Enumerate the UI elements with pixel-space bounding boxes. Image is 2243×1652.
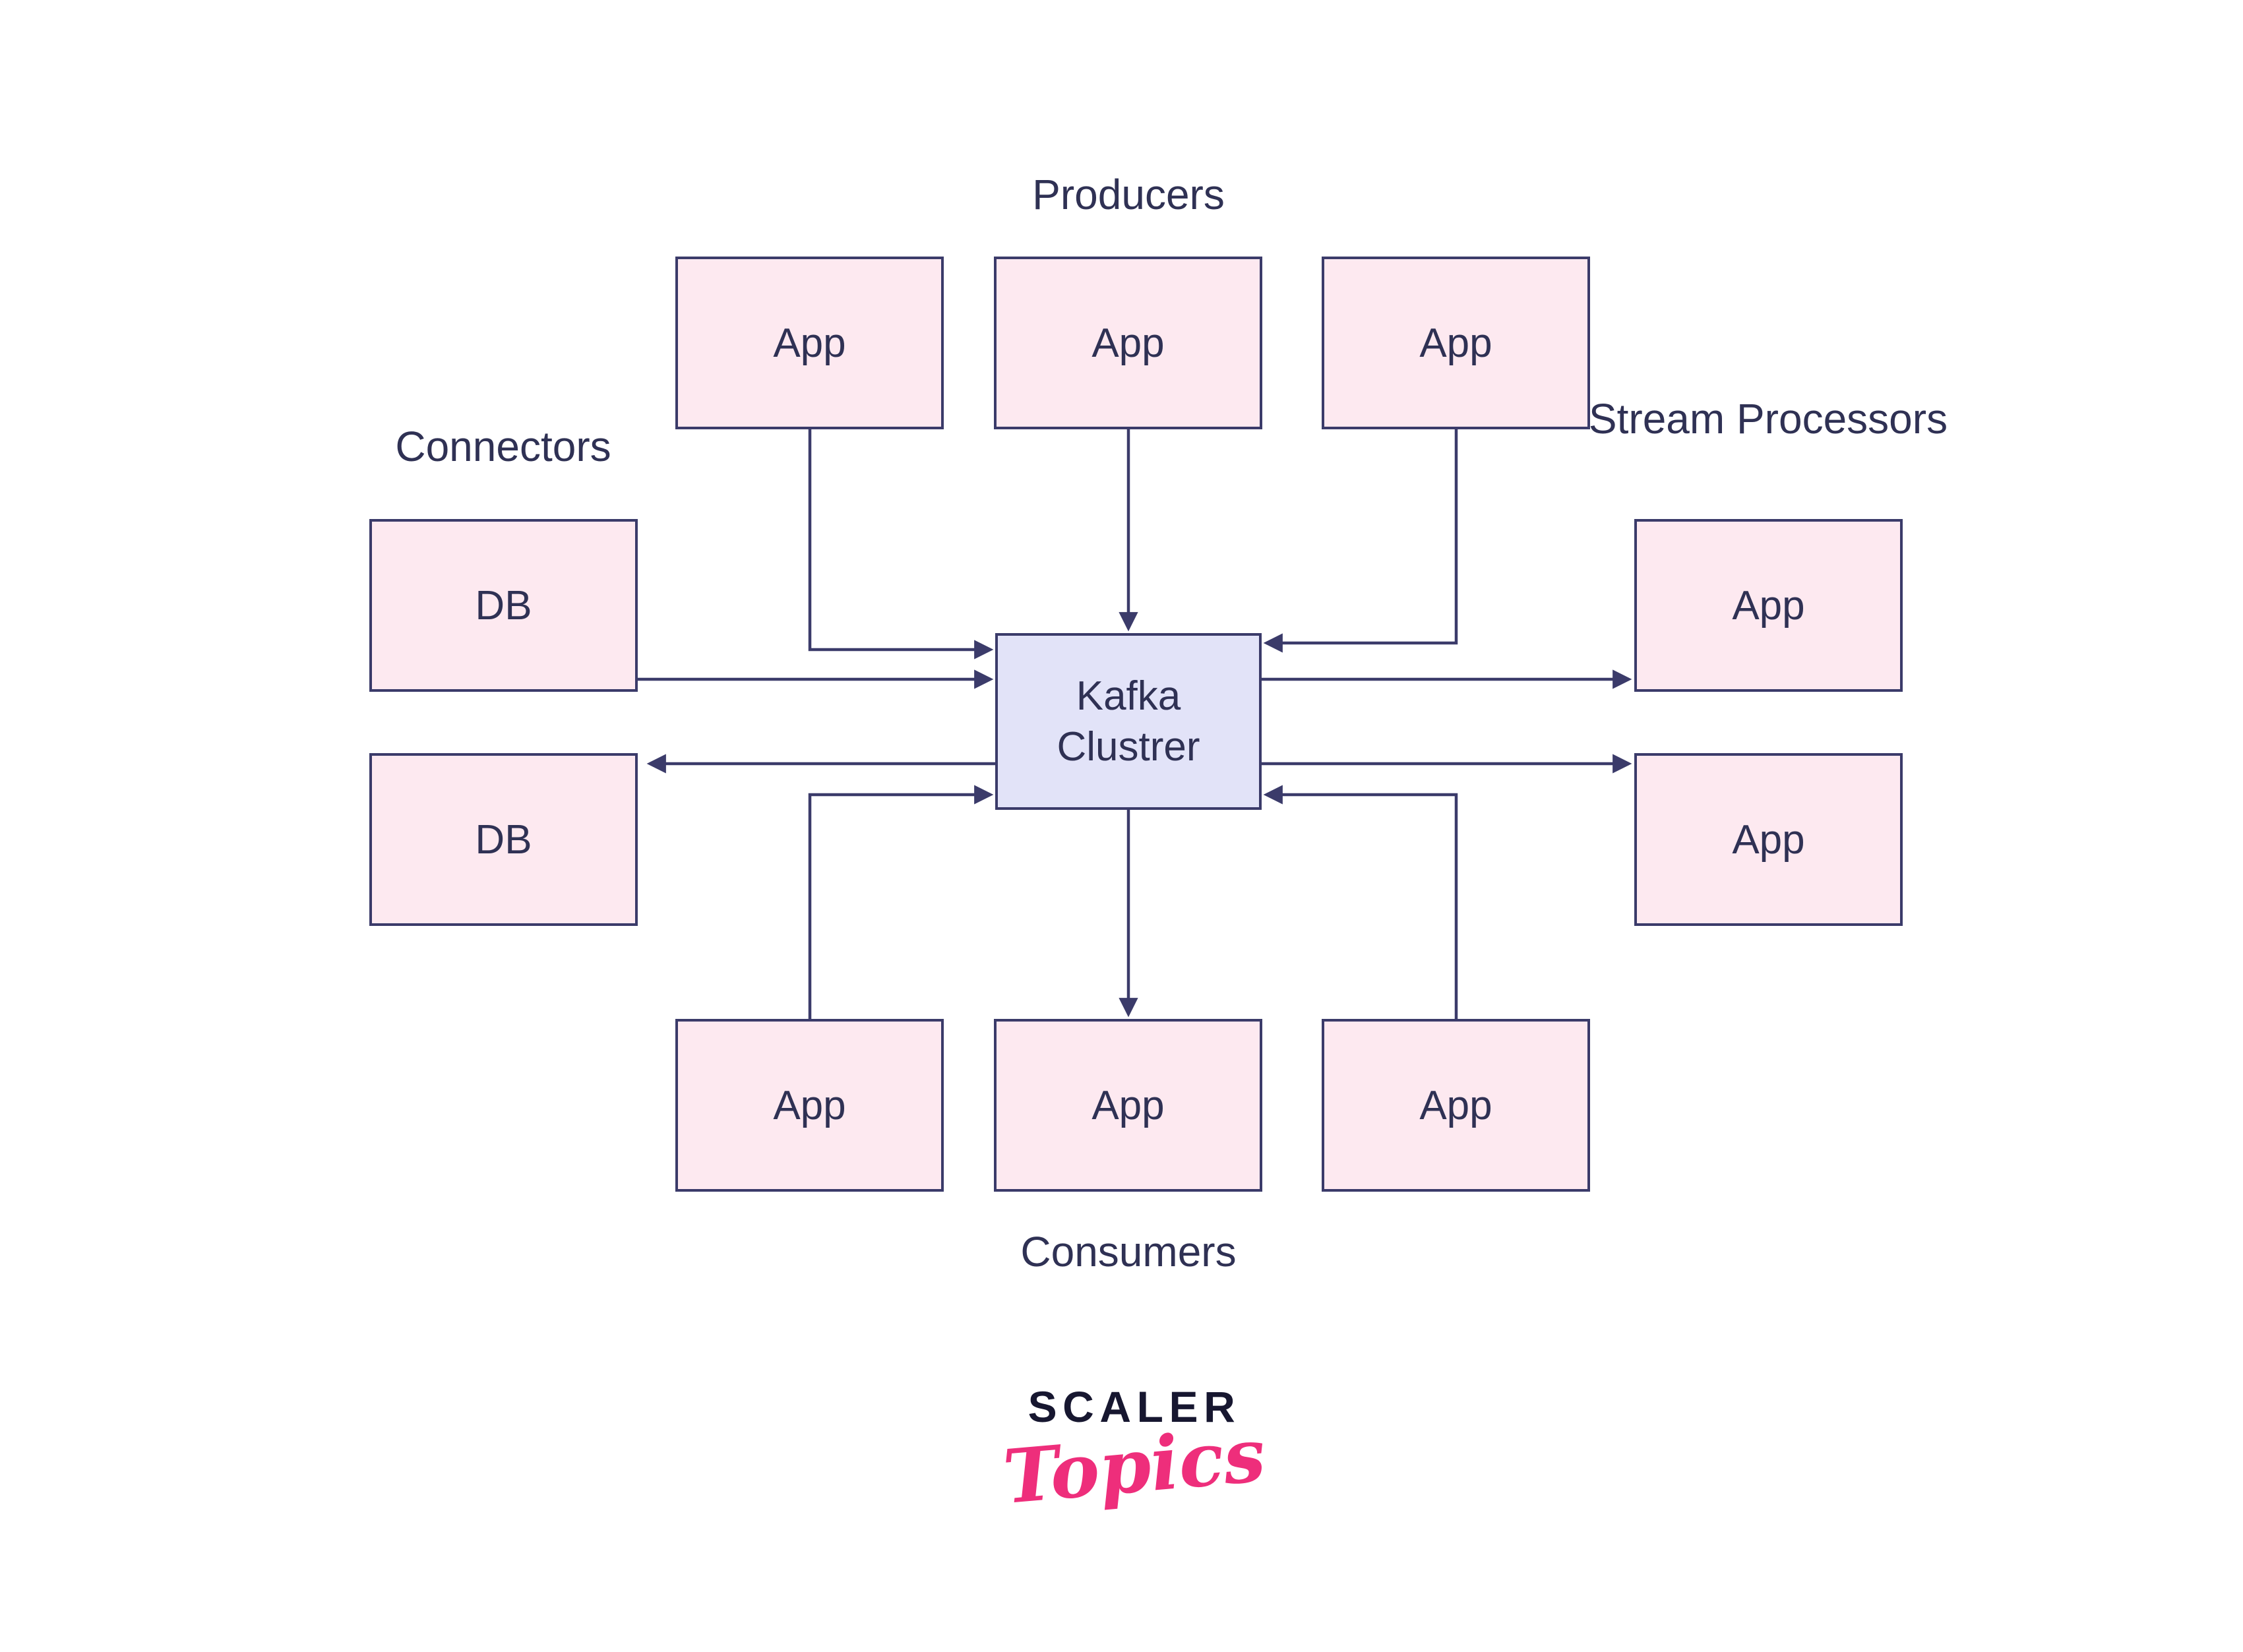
stream-processors-label: Stream Processors bbox=[1588, 395, 1948, 443]
stream-app-box-1: App bbox=[1634, 519, 1903, 692]
kafka-cluster-label: Kafka Clustrer bbox=[1057, 673, 1200, 770]
connectors-label: Connectors bbox=[395, 423, 611, 470]
producers-label: Producers bbox=[1032, 171, 1225, 218]
stream-app-box-2: App bbox=[1634, 753, 1903, 926]
stream-app-label-2: App bbox=[1732, 816, 1805, 863]
consumers-label: Consumers bbox=[1020, 1228, 1237, 1275]
logo-brand-text: SCALER bbox=[1028, 1382, 1241, 1431]
producer-app-label-1: App bbox=[773, 320, 846, 366]
producer-app-label-2: App bbox=[1091, 320, 1165, 366]
kafka-cluster-box: Kafka Clustrer bbox=[995, 633, 1262, 810]
arrow-producer3-to-kafka bbox=[1263, 429, 1458, 653]
consumer-app-box-1: App bbox=[675, 1019, 944, 1192]
connector-db-box-2: DB bbox=[369, 753, 638, 926]
consumer-app-label-3: App bbox=[1419, 1082, 1492, 1128]
consumer-app-box-3: App bbox=[1322, 1019, 1590, 1192]
arrow-consumer1-to-kafka bbox=[808, 785, 994, 1019]
arrow-producer1-to-kafka bbox=[808, 429, 994, 659]
arrow-consumer3-to-kafka bbox=[1263, 785, 1458, 1019]
scaler-topics-logo: SCALER Topics bbox=[933, 1382, 1336, 1521]
producer-app-label-3: App bbox=[1419, 320, 1492, 366]
consumer-app-label-2: App bbox=[1091, 1082, 1165, 1128]
producer-app-box-2: App bbox=[994, 257, 1262, 429]
connector-db-box-1: DB bbox=[369, 519, 638, 692]
producer-app-box-3: App bbox=[1322, 257, 1590, 429]
connector-db-label-1: DB bbox=[475, 582, 532, 628]
consumer-app-box-2: App bbox=[994, 1019, 1262, 1192]
stream-app-label-1: App bbox=[1732, 582, 1805, 628]
consumer-app-label-1: App bbox=[773, 1082, 846, 1128]
connector-db-label-2: DB bbox=[475, 816, 532, 863]
producer-app-box-1: App bbox=[675, 257, 944, 429]
